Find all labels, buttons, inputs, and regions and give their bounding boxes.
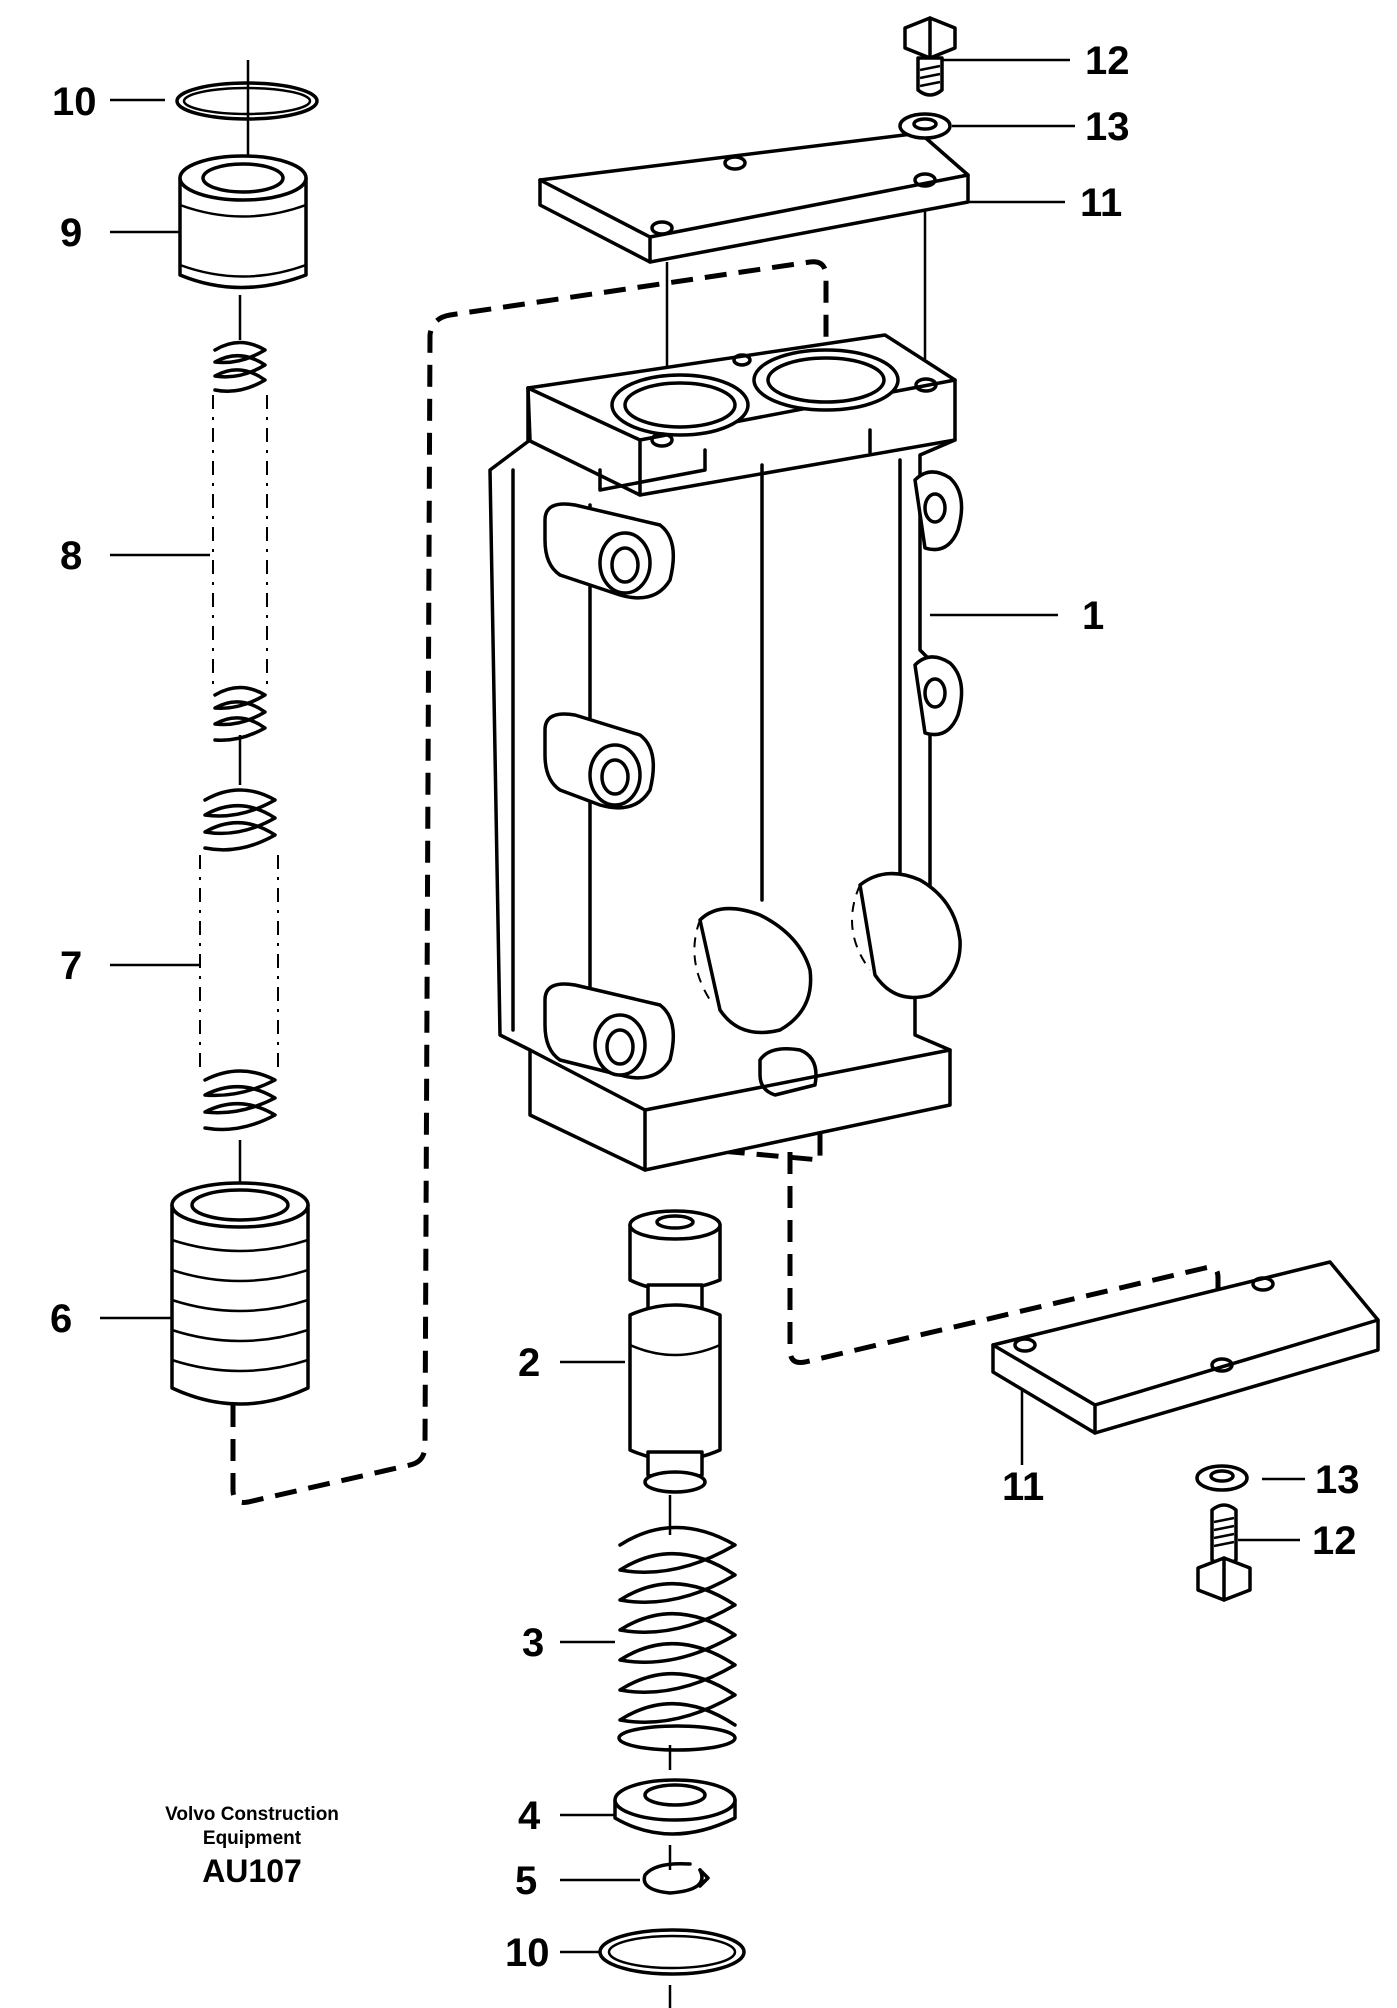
callout-9: 9 [60, 211, 82, 255]
callout-1: 1 [1082, 594, 1104, 638]
callout-4: 4 [518, 1794, 541, 1838]
callout-8: 8 [60, 534, 82, 578]
callout-10-bottom: 10 [505, 1931, 550, 1975]
assembly-paths [230, 60, 1221, 2008]
cover-plate-bottom [991, 1260, 1380, 1435]
credit-line-2: Equipment [203, 1828, 302, 1849]
callout-13-bottom: 13 [1315, 1458, 1360, 1502]
credit-block: Volvo Construction Equipment AU107 [165, 1804, 339, 1889]
callout-5: 5 [515, 1859, 537, 1903]
callout-7: 7 [60, 944, 82, 988]
callout-12-top: 12 [1085, 39, 1130, 83]
spring-seat-part-4 [613, 1778, 737, 1836]
circlip-part-5 [642, 1861, 710, 1895]
callout-10-top: 10 [52, 80, 97, 124]
washer-top [898, 112, 952, 140]
callout-11-top: 11 [1080, 181, 1122, 225]
inner-spring-part-8 [212, 340, 268, 742]
callout-labels: 10 9 8 7 6 2 3 4 5 10 1 12 13 11 11 13 1… [50, 39, 1360, 1975]
callout-6: 6 [50, 1297, 72, 1341]
sleeve-part-9 [178, 154, 308, 290]
o-ring-bottom [598, 1928, 746, 1976]
leader-lines [100, 58, 1305, 1954]
figure-code: AU107 [202, 1853, 302, 1889]
outer-spring-part-7 [199, 788, 279, 1132]
cover-plate-top [538, 131, 970, 264]
main-spring-part-3 [617, 1525, 737, 1752]
bolt-top [903, 16, 957, 97]
bolt-bottom [1196, 1503, 1252, 1602]
callout-12-bottom: 12 [1312, 1519, 1357, 1563]
o-ring-top [175, 81, 319, 121]
credit-line-1: Volvo Construction [165, 1804, 339, 1825]
callout-2: 2 [518, 1341, 540, 1385]
callout-3: 3 [522, 1621, 544, 1665]
callout-13-top: 13 [1085, 105, 1130, 149]
callout-11-bottom: 11 [1002, 1465, 1044, 1509]
washer-bottom [1195, 1464, 1249, 1492]
damper-sleeve-part-6 [170, 1181, 310, 1406]
spool-part-2 [628, 1209, 722, 1494]
valve-housing-part-1 [488, 333, 964, 1172]
